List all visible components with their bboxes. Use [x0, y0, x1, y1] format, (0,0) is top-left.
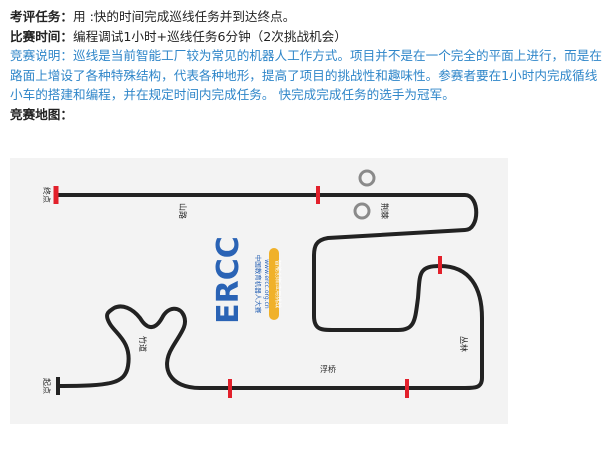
task-text: 用 :快的时间完成巡线任务并到达终点。 — [72, 9, 296, 24]
time-text: 编程调试1小时+巡线任务6分钟（2次挑战机会） — [72, 28, 347, 44]
logo-url: www.ercc.org.cn — [263, 259, 270, 309]
label-forest: 丛林 — [459, 336, 469, 352]
logo-badge-text: 智能创新应用挑战 — [274, 260, 282, 308]
logo-brand: ERCC — [211, 236, 246, 324]
description-text: 巡线是当前智能工厂较为常见的机器人工作方式。项目并不是在一个完全的平面上进行，而… — [10, 48, 602, 103]
ring-obstacle-1 — [358, 169, 376, 187]
map-heading: 竞赛地图： — [10, 106, 73, 122]
label-start: 起点 — [42, 378, 51, 394]
logo-badge-bg — [269, 248, 279, 320]
track-path — [54, 193, 484, 390]
description-label: 竞赛说明： — [10, 48, 73, 64]
map-svg: 终点 起点 山路 荆棘 竹道 浮桥 丛林 ERCC 中国教育机器人大赛 www.… — [42, 169, 484, 398]
document: 考评任务：用 :快的时间完成巡线任务并到达终点。 比赛时间：编程调试1小时+巡线… — [10, 7, 606, 125]
time-line: 比赛时间：编程调试1小时+巡线任务6分钟（2次挑战机会） — [10, 27, 606, 47]
label-bridge: 浮桥 — [320, 364, 336, 374]
logo-org-cn: 中国教育机器人大赛 — [254, 255, 263, 314]
label-mountain: 山路 — [178, 203, 188, 219]
competition-map: 终点 起点 山路 荆棘 竹道 浮桥 丛林 ERCC 中国教育机器人大赛 www.… — [10, 158, 508, 424]
label-thorn: 荆棘 — [380, 203, 390, 219]
label-bamboo: 竹道 — [138, 336, 148, 352]
time-label: 比赛时间： — [10, 28, 73, 44]
description-paragraph: 竞赛说明：巡线是当前智能工厂较为常见的机器人工作方式。项目并不是在一个完全的平面… — [10, 46, 606, 105]
ring-obstacle-2 — [353, 202, 371, 220]
task-label: 考评任务： — [10, 9, 73, 24]
ercc-logo: ERCC 中国教育机器人大赛 www.ercc.org.cn 智能创新应用挑战 — [211, 236, 282, 324]
label-end: 终点 — [42, 187, 52, 203]
task-line: 考评任务：用 :快的时间完成巡线任务并到达终点。 — [10, 7, 606, 27]
